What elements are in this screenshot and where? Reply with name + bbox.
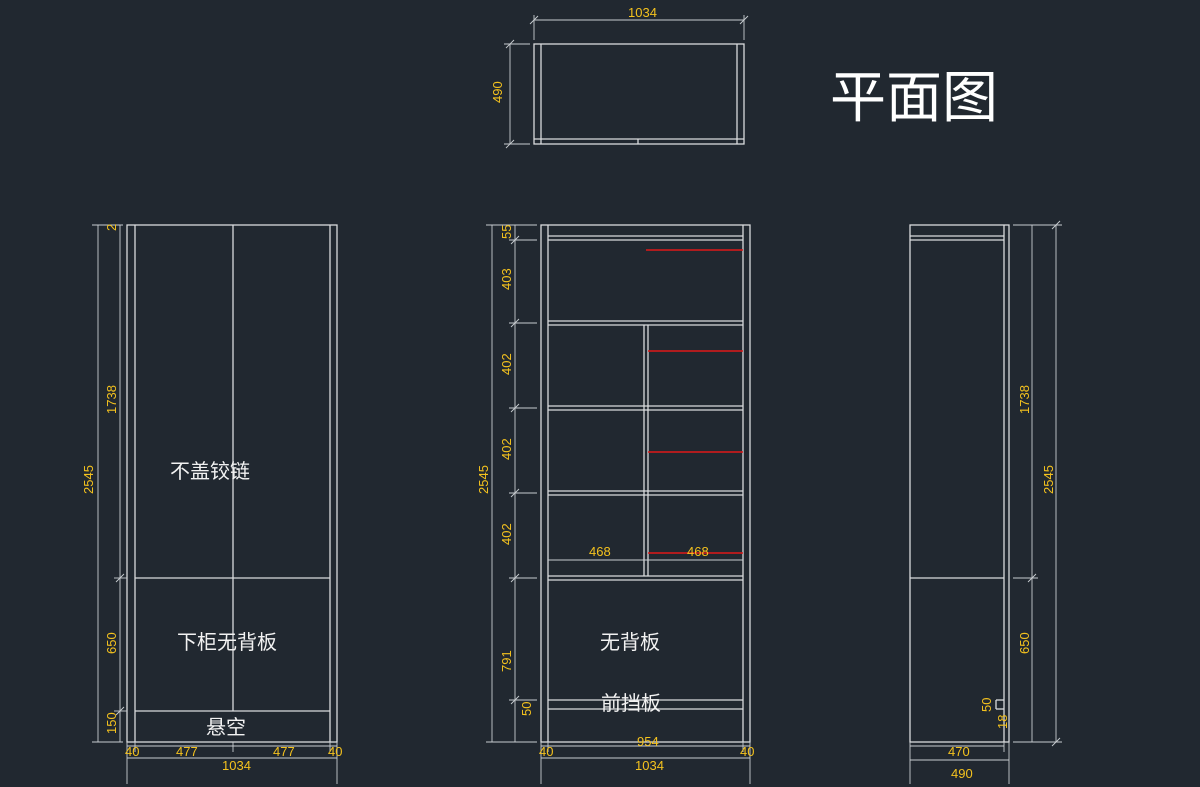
right-upper-height-dim: 1738 (1017, 385, 1032, 414)
left-elevation: 不盖铰链 下柜无背板 悬空 2545 2 1738 650 150 40 477… (81, 224, 342, 784)
middle-inner-width-dim: 954 (637, 734, 659, 749)
left-upper-height-dim: 1738 (104, 385, 119, 414)
right-elevation: 1738 2545 650 50 18 470 490 (909, 220, 1062, 784)
middle-kick-height-dim: 50 (519, 702, 534, 716)
drawing-title: 平面图 (830, 66, 998, 131)
right-lower-height-dim: 650 (1017, 632, 1032, 654)
right-total-height-dim: 2545 (1041, 465, 1056, 494)
middle-shelf-1-dim: 403 (499, 268, 514, 290)
middle-label-lower: 无背板 (600, 630, 660, 654)
right-total-depth-dim: 490 (951, 766, 973, 781)
plan-view: 1034 490 (490, 5, 749, 149)
middle-shelf-4-dim: 402 (499, 523, 514, 545)
right-kick-height-dim: 50 (979, 698, 994, 712)
right-inner-depth-dim: 470 (948, 744, 970, 759)
left-label-upper: 不盖铰链 (170, 459, 250, 483)
middle-label-front: 前挡板 (601, 691, 661, 715)
left-side-right-dim: 40 (328, 744, 342, 759)
left-total-width-dim: 1034 (222, 758, 251, 773)
middle-shelf-3-dim: 402 (499, 438, 514, 460)
left-door-left-dim: 477 (176, 744, 198, 759)
left-base-height-dim: 150 (104, 712, 119, 734)
left-label-lower: 下柜无背板 (177, 630, 277, 654)
left-side-left-dim: 40 (125, 744, 139, 759)
middle-lower-height-dim: 791 (499, 650, 514, 672)
middle-top-dim: 55 (499, 225, 514, 239)
middle-col-left-dim: 468 (589, 544, 611, 559)
left-door-right-dim: 477 (273, 744, 295, 759)
left-lower-height-dim: 650 (104, 632, 119, 654)
plan-width-dim: 1034 (628, 5, 657, 20)
middle-col-right-dim: 468 (687, 544, 709, 559)
middle-side-right-dim: 40 (740, 744, 754, 759)
middle-elevation: 468 468 无背板 前挡板 2545 55 403 402 402 402 … (476, 224, 754, 784)
middle-total-width-dim: 1034 (635, 758, 664, 773)
middle-total-height-dim: 2545 (476, 465, 491, 494)
left-top-gap-dim: 2 (104, 224, 119, 231)
left-label-base: 悬空 (206, 715, 246, 739)
right-kick-offset-dim: 18 (995, 715, 1010, 729)
middle-side-left-dim: 40 (539, 744, 553, 759)
left-total-height-dim: 2545 (81, 465, 96, 494)
middle-shelf-2-dim: 402 (499, 353, 514, 375)
plan-depth-dim: 490 (490, 81, 505, 103)
